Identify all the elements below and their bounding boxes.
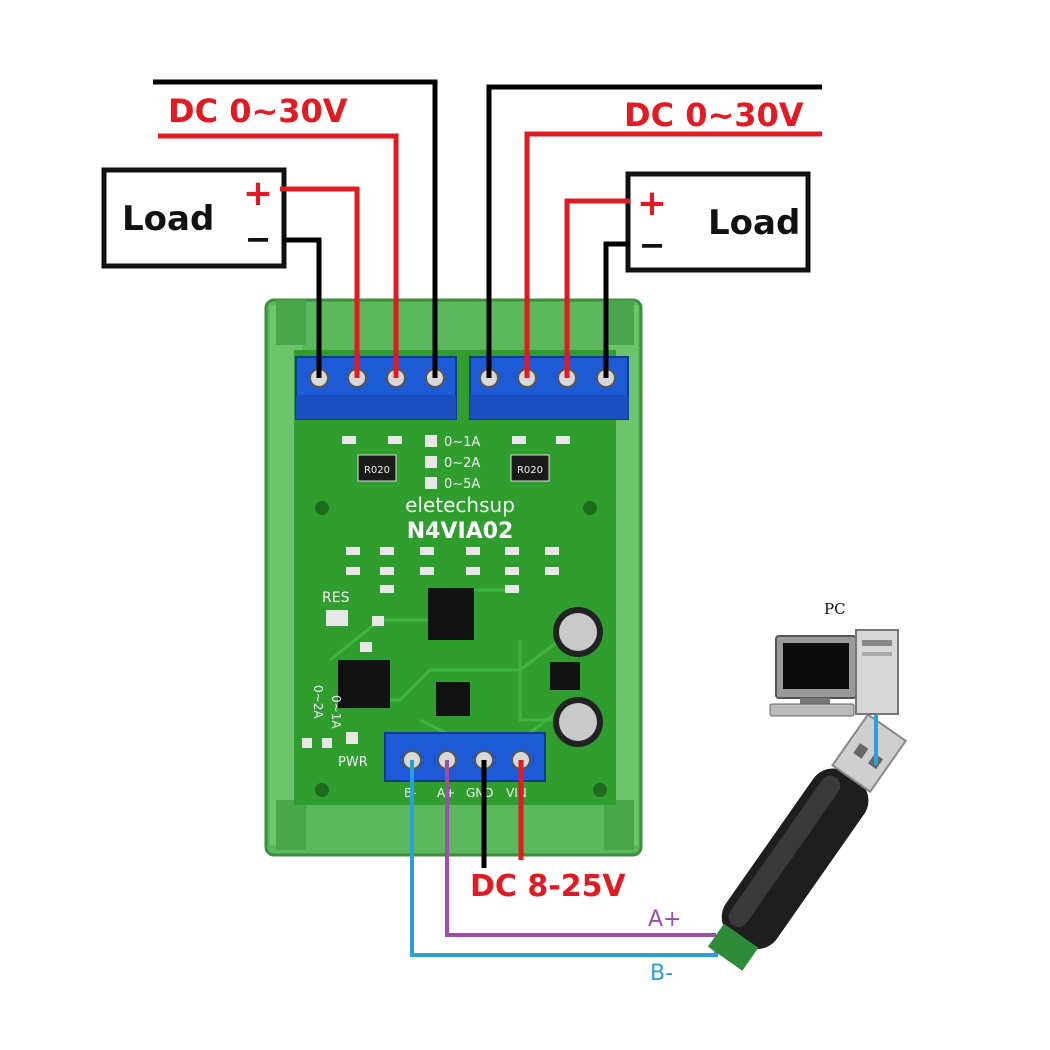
wire-right-positive-in — [524, 131, 822, 378]
wires-power — [481, 760, 524, 868]
pin-gnd-label: GND — [466, 786, 494, 800]
dc-label-left: DC 0~30V — [168, 92, 348, 130]
wire-left-load-minus — [282, 237, 322, 378]
load-label-right: Load — [708, 203, 800, 243]
model-label: N4VIA02 — [407, 519, 514, 544]
mount-hole — [315, 783, 329, 797]
capacitor-top — [559, 703, 597, 741]
ic-adc — [428, 588, 474, 640]
shunt-label-right: R020 — [517, 465, 543, 476]
ic-mcu — [338, 660, 390, 708]
capacitor-top — [559, 613, 597, 651]
range-label-3: 0~5A — [444, 477, 480, 492]
wire-left-positive-in — [158, 133, 399, 378]
wire-b-label: B- — [650, 961, 673, 986]
range-side-1: 0~1A — [329, 695, 343, 729]
range-label-1: 0~1A — [444, 435, 480, 450]
shunt-resistor-left — [357, 454, 397, 482]
pcb-board: R020 R020 0~1A 0~2A 0~5A eletechsup N4VI… — [294, 350, 616, 805]
wires-right — [486, 84, 822, 378]
range-pad-2 — [425, 456, 437, 468]
shunt-label-left: R020 — [364, 465, 390, 476]
wire-left-ground-in — [153, 79, 438, 378]
wire-a-plus — [445, 760, 716, 937]
usb-rs485-adapter — [707, 713, 908, 971]
load-label-left: Load — [122, 199, 214, 239]
minus-right: − — [639, 226, 666, 264]
regulator — [550, 662, 580, 690]
pc-icon: PC — [769, 600, 899, 717]
range-label-2: 0~2A — [444, 456, 480, 471]
jumper-pad — [302, 738, 312, 748]
jumper-pad — [322, 738, 332, 748]
power-label: DC 8-25V — [470, 869, 626, 904]
pwr-label: PWR — [338, 755, 368, 770]
plus-right: + — [637, 183, 667, 224]
wire-right-load-minus — [603, 241, 630, 378]
adapter-terminal — [707, 923, 759, 971]
res-label: RES — [322, 590, 350, 606]
mount-hole — [583, 501, 597, 515]
ic-rs485 — [436, 682, 470, 716]
load-box-left — [101, 167, 287, 269]
pin-vin-label: VIN — [506, 786, 527, 800]
range-side-2: 0~2A — [311, 685, 325, 719]
reset-pad — [326, 610, 348, 626]
wires-left — [153, 79, 438, 378]
terminal-block-right — [469, 356, 629, 420]
dc-label-right: DC 0~30V — [624, 96, 804, 134]
pwr-led — [346, 732, 358, 744]
brand-label: eletechsup — [405, 493, 515, 517]
wire-right-load-plus — [564, 198, 630, 378]
load-box-right — [625, 171, 811, 273]
range-pad-3 — [425, 477, 437, 489]
pc-label: PC — [824, 600, 846, 618]
wire-right-ground-in — [486, 84, 822, 378]
wire-left-load-plus — [280, 186, 360, 378]
terminal-block-left — [295, 356, 457, 420]
range-pad-1 — [425, 435, 437, 447]
usb-plug — [831, 713, 908, 794]
mount-hole — [315, 501, 329, 515]
wire-a-label: A+ — [648, 907, 681, 932]
minus-left: − — [245, 220, 272, 258]
plus-left: + — [243, 173, 273, 214]
mount-hole — [593, 783, 607, 797]
shunt-resistor-right — [510, 454, 550, 482]
smd-components — [342, 436, 570, 652]
